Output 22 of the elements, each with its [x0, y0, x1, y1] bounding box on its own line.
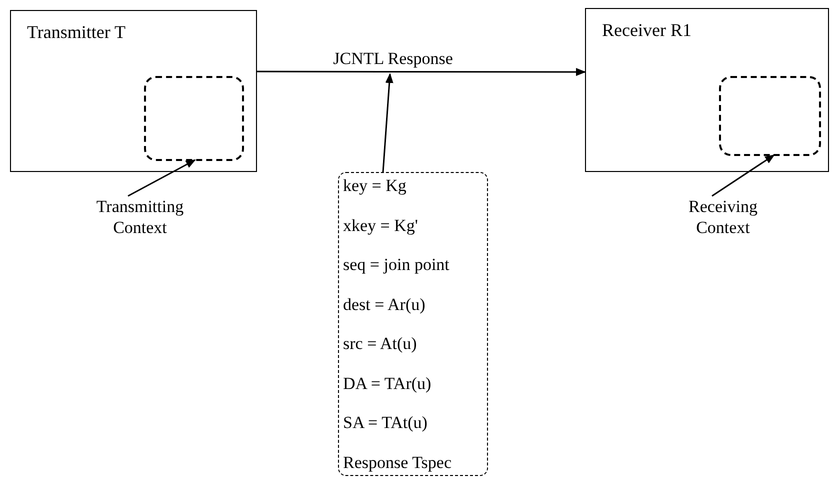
arrow [128, 159, 196, 197]
entity-title: Transmitter T [27, 21, 126, 44]
label-text: Transmitting Context [95, 196, 185, 238]
arrow [257, 68, 586, 76]
label-text: Receiving Context [688, 196, 758, 238]
field-text: key = Kg [343, 175, 408, 196]
arrow [712, 154, 775, 197]
arrow [382, 73, 394, 172]
field-text: Response Tspec [343, 452, 453, 473]
field-text: SA = TAt(u) [343, 412, 428, 434]
fields-box [338, 172, 488, 476]
entity-box [10, 10, 257, 172]
context-box [719, 76, 821, 156]
field-text: xkey = Kg' [343, 214, 419, 236]
field-text: dest = Ar(u) [343, 294, 426, 315]
label-text: JCNTL Response [333, 48, 453, 70]
context-box [144, 76, 244, 161]
entity-title: Receiver R1 [602, 19, 692, 42]
field-text: src = At(u) [343, 333, 418, 354]
field-text: DA = TAr(u) [343, 372, 432, 394]
field-text: seq = join point [343, 254, 450, 276]
entity-box [585, 8, 829, 172]
